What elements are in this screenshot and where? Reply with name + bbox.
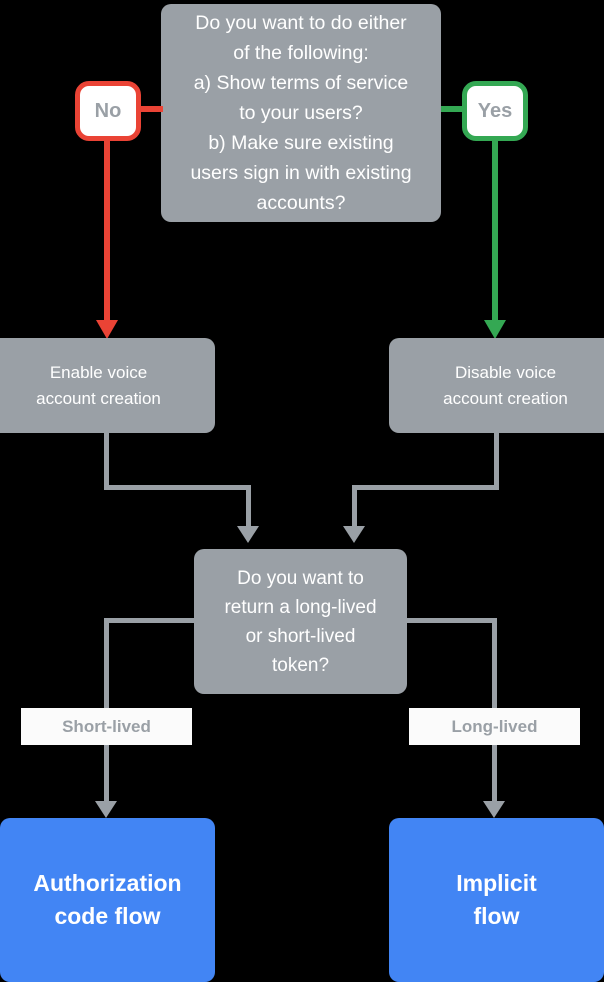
decision-bottom-line-4: token? <box>271 654 330 676</box>
decision-top-line-1: Do you want to do either <box>195 12 407 34</box>
terminal-right-line-1: Implicit <box>456 870 537 896</box>
decision-node-token-lifetime: Do you want to return a long-lived or sh… <box>194 549 407 694</box>
process-right-line-1: Disable voice <box>454 362 557 382</box>
terminal-node-authorization-code-flow: Authorization code flow <box>0 818 215 982</box>
terminal-left-line-2: code flow <box>54 903 161 929</box>
edge-disable-drop <box>352 485 357 528</box>
edge-disable-vertical <box>494 433 499 490</box>
decision-top-line-3: a) Show terms of service <box>193 72 409 94</box>
process-node-enable-voice-account-creation: Enable voice account creation <box>0 338 215 433</box>
decision-top-line-4: to your users? <box>239 102 363 124</box>
edge-enable-vertical <box>104 433 109 490</box>
process-node-disable-voice-account-creation: Disable voice account creation <box>389 338 604 433</box>
edge-yes-stub <box>441 106 463 112</box>
process-left-line-2: account creation <box>36 388 161 408</box>
edge-enable-arrowhead <box>237 526 259 543</box>
badge-yes[interactable]: Yes <box>462 81 528 141</box>
edge-yes-vertical <box>492 138 498 326</box>
decision-top-line-7: accounts? <box>256 192 346 214</box>
decision-node-account-linking: Do you want to do either of the followin… <box>161 4 441 222</box>
edge-short-horizontal <box>104 618 199 623</box>
badge-no[interactable]: No <box>75 81 141 141</box>
terminal-left-line-1: Authorization <box>33 870 182 896</box>
edge-long-arrowhead <box>483 801 505 818</box>
edge-label-long-lived-text: Long-lived <box>451 716 538 736</box>
decision-bottom-line-1: Do you want to <box>237 567 364 589</box>
edge-long-horizontal <box>402 618 497 623</box>
process-left-line-1: Enable voice <box>49 362 148 382</box>
edge-yes-arrowhead <box>484 320 506 339</box>
edge-enable-horizontal <box>104 485 251 490</box>
decision-top-line-6: users sign in with existing <box>190 162 412 184</box>
badge-yes-label: Yes <box>477 99 513 122</box>
badge-no-label: No <box>94 99 122 122</box>
edge-disable-horizontal <box>352 485 499 490</box>
terminal-node-implicit-flow: Implicit flow <box>389 818 604 982</box>
edge-disable-arrowhead <box>343 526 365 543</box>
edge-no-arrowhead <box>96 320 118 339</box>
edge-label-short-lived-text: Short-lived <box>62 716 151 736</box>
edge-short-arrowhead <box>95 801 117 818</box>
decision-top-line-2: of the following: <box>233 42 369 64</box>
decision-bottom-line-3: or short-lived <box>245 625 356 647</box>
edge-no-stub <box>141 106 163 112</box>
decision-bottom-line-2: return a long-lived <box>224 596 377 618</box>
edge-no-vertical <box>104 138 110 326</box>
edge-enable-drop <box>246 485 251 528</box>
terminal-right-line-2: flow <box>473 903 520 929</box>
edge-label-long-lived: Long-lived <box>409 708 580 745</box>
decision-top-line-5: b) Make sure existing <box>208 132 394 154</box>
edge-label-short-lived: Short-lived <box>21 708 192 745</box>
process-right-line-2: account creation <box>443 388 568 408</box>
